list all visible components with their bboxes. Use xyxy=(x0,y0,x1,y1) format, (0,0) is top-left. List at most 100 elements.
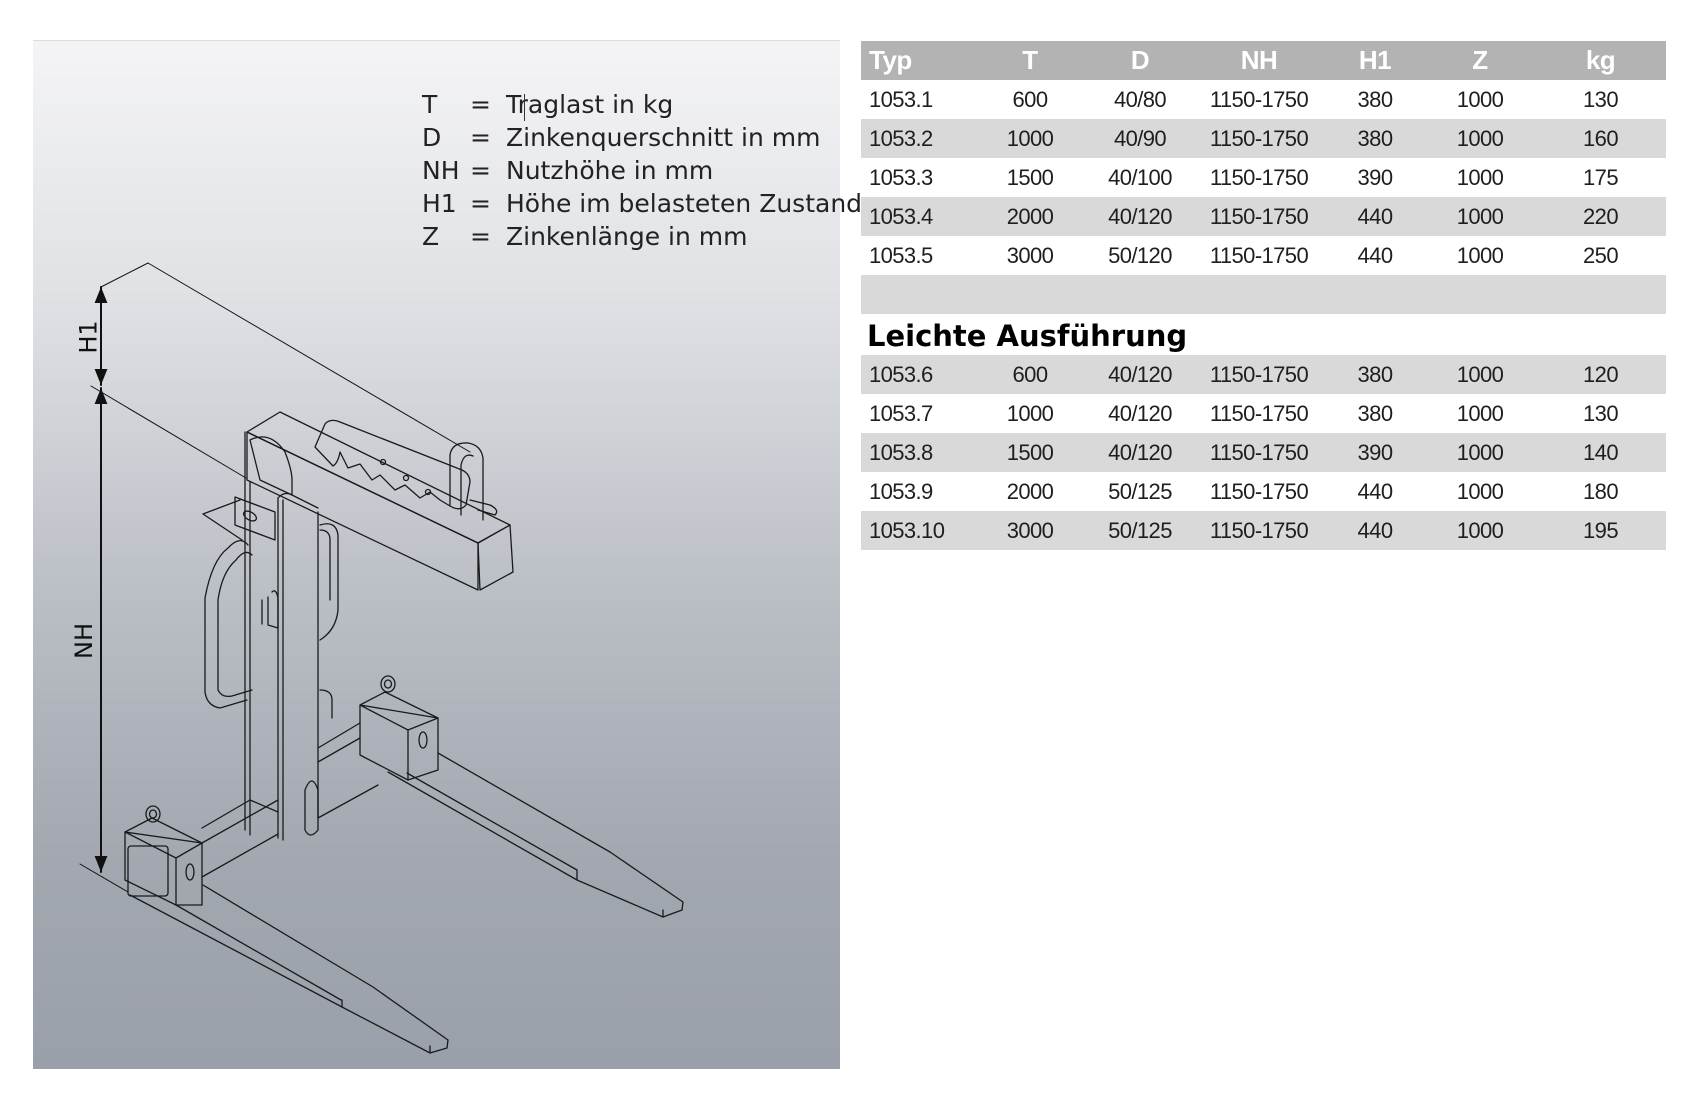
text-caret xyxy=(524,94,525,121)
column-header-h1: H1 xyxy=(1325,41,1425,80)
cell-h1: 390 xyxy=(1325,433,1425,472)
legend-text: Höhe im belasteten Zustand xyxy=(506,189,863,218)
table-row: 1053.6 600 40/120 1150-1750 380 1000 120 xyxy=(861,355,1666,394)
cell-z: 1000 xyxy=(1456,478,1504,504)
table-row: 1053.9 2000 50/125 1150-1750 440 1000 18… xyxy=(861,472,1666,511)
legend-key: H1 xyxy=(422,189,457,218)
legend-key: Z xyxy=(422,222,440,251)
table-row: 1053.8 1500 40/120 1150-1750 390 1000 14… xyxy=(861,433,1666,472)
pallet-fork-drawing xyxy=(79,262,684,1054)
legend-row-t: T = Traglast in kg xyxy=(422,88,862,121)
cell-nh: 1150-1750 xyxy=(1193,355,1325,394)
cell-typ: 1053.2 xyxy=(861,119,973,158)
cell-typ: 1053.6 xyxy=(861,355,973,394)
cell-h1: 380 xyxy=(1357,86,1394,112)
right-side-handle xyxy=(319,523,339,719)
cell-d: 40/100 xyxy=(1108,164,1172,190)
cell-typ: 1053.10 xyxy=(861,511,973,550)
cross-beam xyxy=(201,722,379,878)
cell-typ: 1053.5 xyxy=(869,242,933,268)
cell-h1: 380 xyxy=(1325,355,1425,394)
legend-row-h1: H1 = Höhe im belasteten Zustand xyxy=(422,187,862,220)
cell-kg: 160 xyxy=(1535,119,1666,158)
legend: T = Traglast in kg D = Zinkenquerschnitt… xyxy=(422,88,862,253)
left-fork xyxy=(129,884,449,1054)
cell-kg: 195 xyxy=(1535,511,1666,550)
dim-label-h1: H1 xyxy=(74,320,103,354)
cell-nh: 1150-1750 xyxy=(1209,400,1309,426)
separator-row xyxy=(861,275,1666,314)
cell-z: 1000 xyxy=(1425,355,1535,394)
section-heading-row: Leichte Ausführung xyxy=(861,314,1666,355)
top-beam xyxy=(246,411,514,591)
section-title: Leichte Ausführung xyxy=(861,314,1666,355)
cell-kg: 250 xyxy=(1583,242,1619,268)
cell-d: 50/125 xyxy=(1087,511,1193,550)
legend-key: NH xyxy=(422,156,460,185)
cell-kg: 220 xyxy=(1535,197,1666,236)
column xyxy=(202,431,319,841)
cell-h1: 440 xyxy=(1357,242,1394,268)
cell-t: 1500 xyxy=(973,433,1087,472)
cell-d: 40/80 xyxy=(1113,86,1167,112)
column-header-d: D xyxy=(1087,41,1193,80)
cell-t: 3000 xyxy=(973,511,1087,550)
cell-d: 40/120 xyxy=(1108,400,1172,426)
cell-nh: 1150-1750 xyxy=(1209,478,1309,504)
cell-d: 50/125 xyxy=(1108,478,1172,504)
table-row: 1053.4 2000 40/120 1150-1750 440 1000 22… xyxy=(861,197,1666,236)
cell-typ: 1053.1 xyxy=(869,86,933,112)
column-header-nh: NH xyxy=(1193,41,1325,80)
cell-t: 2000 xyxy=(973,197,1087,236)
spec-table: Typ T D NH H1 Z kg 1053.1 600 40/80 1150… xyxy=(861,41,1666,550)
table-row: 1053.1 600 40/80 1150-1750 380 1000 130 xyxy=(861,80,1666,119)
cell-nh: 1150-1750 xyxy=(1209,242,1309,268)
cell-h1: 380 xyxy=(1357,400,1394,426)
legend-equals: = xyxy=(470,156,491,185)
left-fork-block xyxy=(124,805,203,906)
cell-z: 1000 xyxy=(1425,197,1535,236)
legend-row-d: D = Zinkenquerschnitt in mm xyxy=(422,121,862,154)
cell-kg: 175 xyxy=(1583,164,1619,190)
cell-h1: 440 xyxy=(1325,197,1425,236)
cell-typ: 1053.8 xyxy=(861,433,973,472)
cell-typ: 1053.9 xyxy=(869,478,933,504)
cell-t: 3000 xyxy=(1006,242,1054,268)
dim-label-nh: NH xyxy=(70,623,98,659)
legend-text: Nutzhöhe in mm xyxy=(506,156,714,185)
right-fork xyxy=(387,752,684,918)
cell-z: 1000 xyxy=(1425,119,1535,158)
cell-d: 50/120 xyxy=(1108,242,1172,268)
cell-typ: 1053.3 xyxy=(869,164,933,190)
cell-z: 1000 xyxy=(1456,400,1504,426)
table-row: 1053.3 1500 40/100 1150-1750 390 1000 17… xyxy=(861,158,1666,197)
cell-nh: 1150-1750 xyxy=(1193,433,1325,472)
cell-nh: 1150-1750 xyxy=(1193,119,1325,158)
cell-d: 40/120 xyxy=(1087,197,1193,236)
legend-equals: = xyxy=(470,222,491,251)
table-header-row: Typ T D NH H1 Z kg xyxy=(861,41,1666,80)
legend-text: Zinkenlänge in mm xyxy=(506,222,748,251)
cell-kg: 120 xyxy=(1535,355,1666,394)
cell-nh: 1150-1750 xyxy=(1209,86,1309,112)
cell-t: 1000 xyxy=(1006,400,1054,426)
legend-key: D xyxy=(422,123,442,152)
table-row: 1053.7 1000 40/120 1150-1750 380 1000 13… xyxy=(861,394,1666,433)
cell-t: 1000 xyxy=(973,119,1087,158)
cell-h1: 380 xyxy=(1325,119,1425,158)
legend-equals: = xyxy=(470,189,491,218)
cell-kg: 130 xyxy=(1583,86,1619,112)
cell-kg: 140 xyxy=(1535,433,1666,472)
cell-h1: 390 xyxy=(1357,164,1394,190)
column-header-kg: kg xyxy=(1535,41,1666,80)
table-row: 1053.5 3000 50/120 1150-1750 440 1000 25… xyxy=(861,236,1666,275)
cell-h1: 440 xyxy=(1357,478,1394,504)
left-side-handle xyxy=(204,540,253,709)
cell-kg: 130 xyxy=(1583,400,1619,426)
cell-t: 2000 xyxy=(1006,478,1054,504)
cell-typ: 1053.4 xyxy=(861,197,973,236)
legend-equals: = xyxy=(470,123,491,152)
cell-z: 1000 xyxy=(1425,433,1535,472)
cell-kg: 180 xyxy=(1583,478,1619,504)
legend-text: Zinkenquerschnitt in mm xyxy=(506,123,821,152)
